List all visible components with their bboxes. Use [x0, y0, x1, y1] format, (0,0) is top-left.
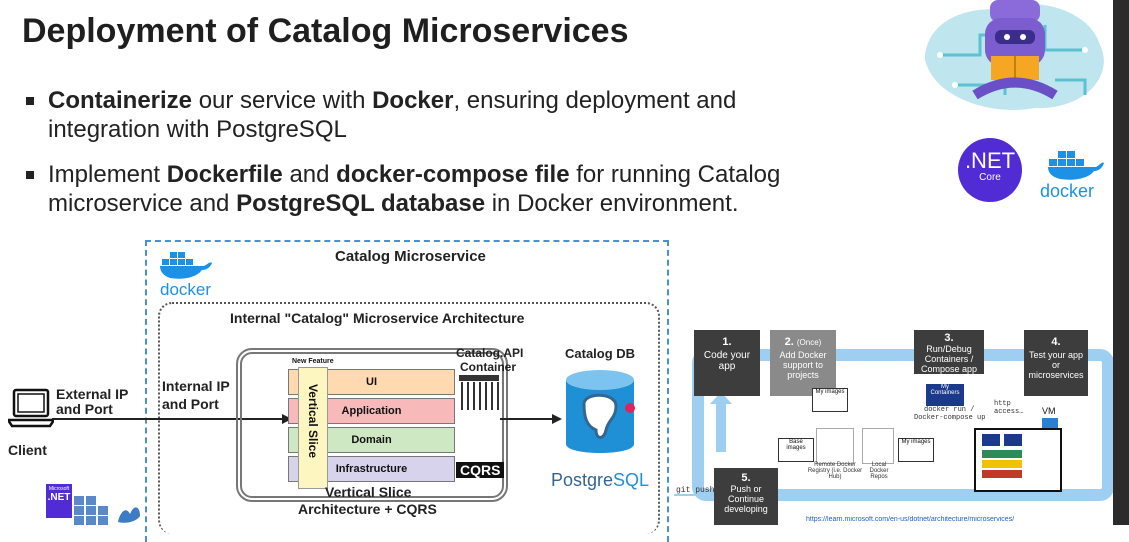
- vsa-label-1: Vertical Slice: [325, 484, 412, 500]
- step-2-text: Add Docker support to projects: [779, 350, 827, 380]
- docker-compose-up-label: Docker-compose up: [914, 414, 986, 422]
- db-arrow: [500, 414, 562, 424]
- local-repos-label: Local Docker Repos: [869, 462, 889, 480]
- laptop-icon: [8, 388, 54, 428]
- external-ip-label: External IP: [56, 386, 129, 402]
- git-push-label: git push: [676, 486, 715, 495]
- base-images-stack: Base images: [778, 438, 814, 462]
- vsa-label-2: Architecture + CQRS: [298, 501, 437, 517]
- vertical-slice-bar: Vertical Slice: [298, 367, 328, 489]
- bullet-1: Containerize our service with Docker, en…: [26, 86, 846, 146]
- remote-registry-icon: [816, 428, 854, 464]
- docker-label: docker: [160, 280, 212, 299]
- external-port-label: and Port: [56, 401, 113, 417]
- container-icon: [459, 375, 499, 410]
- my-images-stack-2: My images: [898, 438, 934, 462]
- database-cylinder-icon: [566, 370, 635, 453]
- client-label: Client: [8, 442, 47, 458]
- bullet-2-bold-dockerfile: Dockerfile: [166, 161, 283, 188]
- step-1-text: Code your app: [703, 350, 751, 372]
- container-stack-icon: [74, 496, 108, 525]
- docker-logo-text: docker: [1040, 181, 1095, 201]
- slide-title: Deployment of Catalog Microservices: [22, 12, 629, 50]
- step-5-num: 5.: [741, 472, 751, 484]
- postgresql-logo-text: PostgreSQL: [551, 470, 649, 491]
- postgresql-text-b: SQL: [613, 470, 650, 490]
- bird-icon: [118, 507, 140, 523]
- bullet-1-bold-containerize: Containerize: [48, 87, 193, 114]
- reading-bot-illustration: [925, 0, 1104, 110]
- api-container-label-2: Container: [460, 360, 517, 374]
- postgresql-text-a: Postgre: [551, 470, 614, 490]
- my-images-stack: My images: [812, 388, 848, 412]
- local-repos-icon: [862, 428, 894, 464]
- internal-architecture-title: Internal "Catalog" Microservice Architec…: [230, 310, 525, 326]
- bullet-marker: [26, 171, 34, 179]
- my-images-label-2: My images: [901, 439, 931, 445]
- catalog-db-label: Catalog DB: [565, 346, 636, 361]
- microservice-title: Catalog Microservice: [335, 248, 486, 265]
- internal-port-label: and Port: [162, 396, 219, 412]
- my-containers-label: My Containers: [930, 384, 960, 396]
- api-container-frame: [236, 348, 508, 502]
- bullet-2-line2c: in Docker environment.: [485, 190, 739, 217]
- bullet-2: Implement Dockerfile and docker-compose …: [26, 160, 846, 220]
- base-images-label: Base images: [786, 439, 806, 451]
- workflow-step-1: 1. Code your app: [694, 330, 760, 396]
- docker-logo: docker: [1038, 145, 1110, 205]
- step-5-text: Push or Continue developing: [724, 484, 768, 514]
- workflow-step-4: 4. Test your app or microservices: [1024, 330, 1088, 396]
- docker-run-label: docker run /: [924, 406, 975, 414]
- remote-registry-label: Remote Docker Registry (i.e. Docker Hub): [807, 462, 863, 480]
- step-4-num: 4.: [1051, 336, 1061, 348]
- api-container-label: Catalog.API: [456, 346, 524, 360]
- bullet-2-bold-compose: docker-compose file: [336, 161, 570, 188]
- step-2-once: (Once): [796, 338, 822, 347]
- bullet-2-bold-postgres: PostgreSQL database: [236, 190, 486, 217]
- dotnet-core-logo: .NET Core: [958, 138, 1022, 202]
- step-2-num: 2.: [784, 336, 794, 348]
- dotnet-logo-text: .NET: [964, 148, 1016, 173]
- step-1-num: 1.: [722, 336, 732, 348]
- dotnet-small-text: .NET: [47, 492, 71, 503]
- workflow-step-2: 2. (Once) Add Docker support to projects: [770, 330, 836, 396]
- cqrs-badge: CQRS: [456, 462, 505, 478]
- step-4-text: Test your app or microservices: [1028, 350, 1084, 380]
- request-arrow: [52, 414, 292, 424]
- vm-label: VM: [1042, 406, 1056, 416]
- docker-whale-icon: [160, 252, 212, 279]
- bullet-2-text: Implement: [48, 161, 167, 188]
- bullet-1-text-end: , ensuring deployment and: [453, 87, 737, 114]
- bullet-2-text-end: for running Catalog: [569, 161, 781, 188]
- bullet-marker: [26, 97, 34, 105]
- dotnet-core-text: Core: [979, 172, 1001, 183]
- reference-link[interactable]: https://learn.microsoft.com/en-us/dotnet…: [806, 516, 1015, 523]
- bullet-2-and: and: [282, 161, 337, 188]
- my-images-label: My images: [815, 389, 845, 395]
- bullet-2-line2a: microservice and: [48, 190, 237, 217]
- dotnet-small-top: Microsoft: [48, 486, 70, 492]
- new-feature-label: New Feature: [292, 358, 334, 365]
- bullet-1-bold-docker: Docker: [372, 87, 454, 114]
- step-3-num: 3.: [944, 332, 954, 344]
- workflow-step-3: 3. Run/Debug Containers / Compose app: [914, 330, 984, 374]
- bullet-1-text: our service with: [192, 87, 373, 114]
- dotnet-small-logo: Microsoft .NET: [46, 484, 72, 518]
- internal-ip-label: Internal IP: [162, 378, 230, 394]
- bullet-1-line2: integration with PostgreSQL: [48, 116, 347, 143]
- workflow-flow-lines: [674, 349, 1113, 501]
- vertical-slice-label: Vertical Slice: [306, 383, 320, 459]
- catalog-microservice-boundary: [145, 240, 669, 542]
- docker-whale-icon: [1048, 151, 1104, 180]
- http-access-label: http access…: [994, 400, 1024, 416]
- vertical-scrollbar[interactable]: [1113, 0, 1129, 525]
- my-containers-box: My Containers: [926, 384, 964, 406]
- step-3-text: Run/Debug Containers / Compose app: [920, 344, 978, 374]
- workflow-step-5: 5. Push or Continue developing: [714, 468, 778, 525]
- host-box: [974, 428, 1062, 492]
